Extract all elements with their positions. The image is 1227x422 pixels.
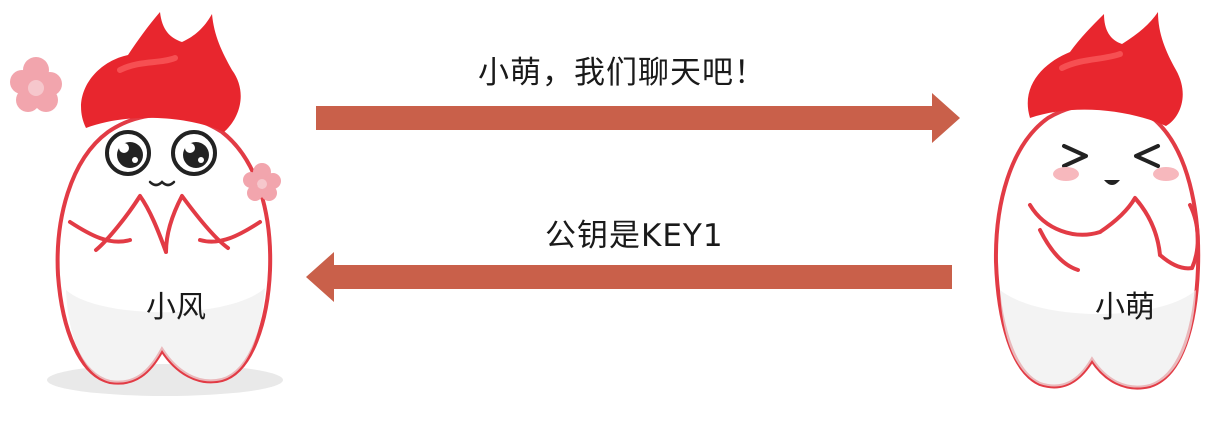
right-cheek-left (1053, 167, 1079, 181)
left-mouth (148, 180, 176, 187)
arrow-right-shape (316, 93, 960, 143)
right-hair-highlight (1059, 51, 1123, 71)
left-flower-icon (10, 57, 62, 112)
right-character-name: 小萌 (1095, 290, 1155, 325)
right-mouth (1104, 180, 1120, 185)
right-eye-left (1062, 144, 1088, 168)
right-arms (1028, 196, 1200, 272)
right-character (993, 12, 1201, 390)
right-flame-hair (1027, 12, 1183, 126)
left-hair-highlight (117, 55, 178, 73)
left-character-name: 小风 (146, 290, 206, 325)
left-body-shading (66, 288, 265, 383)
right-body-shading (1000, 290, 1196, 388)
message-top: 小萌，我们聊天吧！ (478, 55, 766, 91)
left-hands (68, 194, 262, 254)
left-character (10, 12, 283, 396)
left-eyes (105, 130, 217, 176)
left-flame-hair (81, 12, 241, 132)
right-eye-right (1134, 144, 1160, 168)
left-ground-shadow (47, 364, 283, 396)
arrow-left (306, 252, 952, 302)
small-flower-icon (243, 163, 281, 201)
message-bottom: 公钥是KEY1 (545, 218, 724, 254)
right-cheek-right (1153, 167, 1179, 181)
arrow-left-shape (306, 252, 952, 302)
arrow-right (316, 93, 960, 143)
